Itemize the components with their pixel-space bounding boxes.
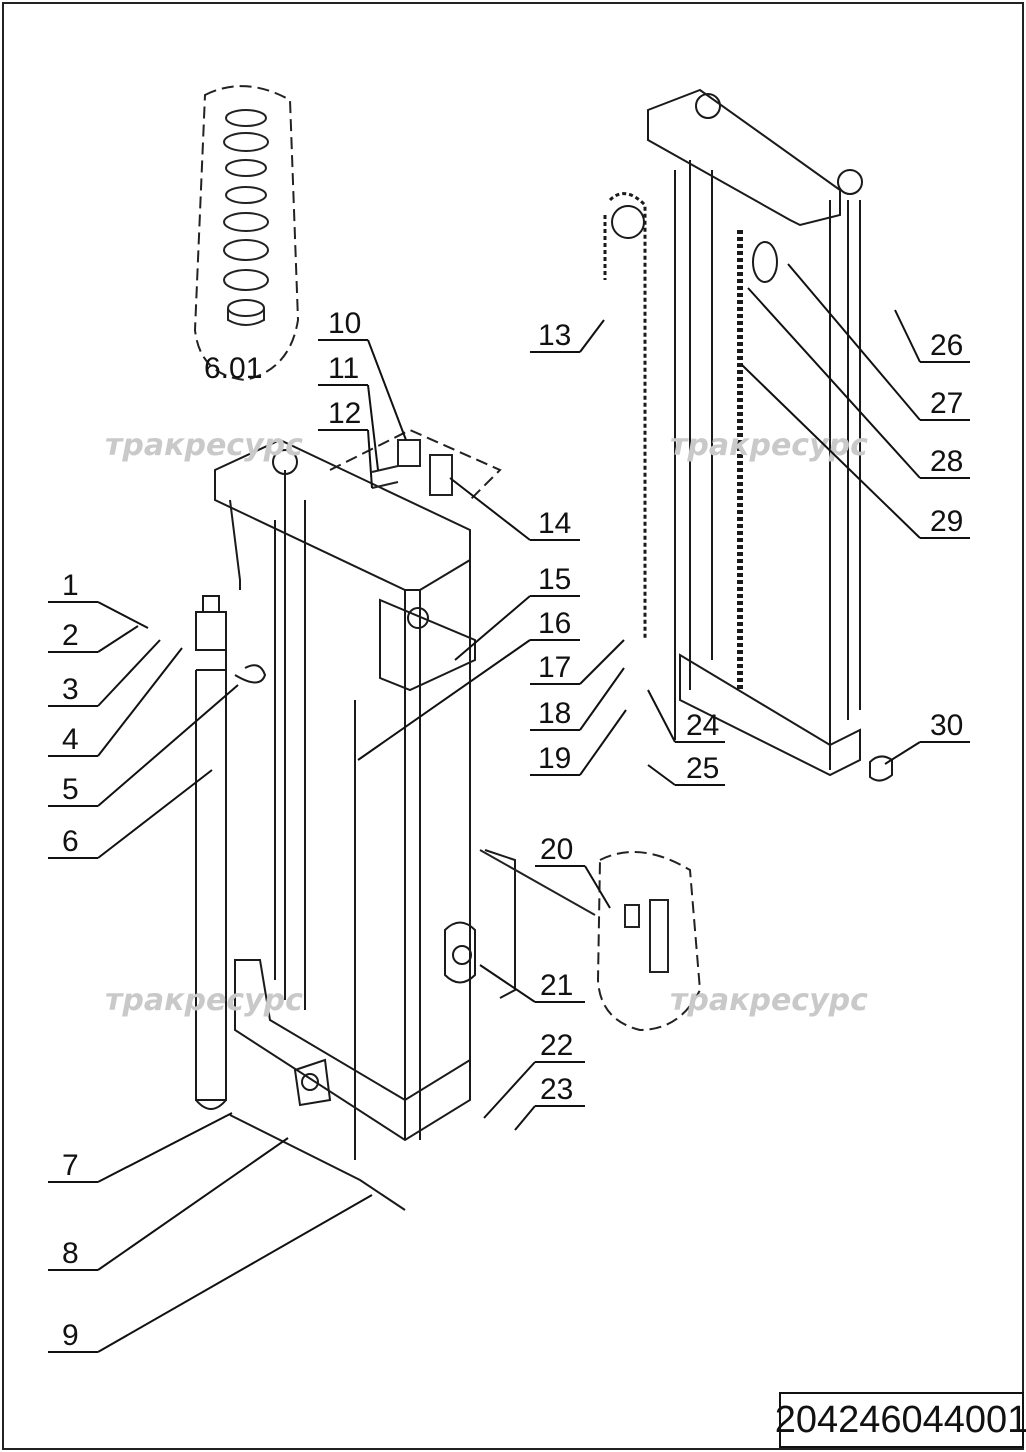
callout-5: 5 (48, 684, 239, 807)
svg-text:11: 11 (328, 352, 359, 385)
watermark-text: тракресурс (105, 428, 303, 463)
svg-text:9: 9 (62, 1319, 79, 1352)
switch-detail (329, 428, 502, 501)
callout-27: 27 (787, 263, 970, 421)
lift-chains (603, 192, 778, 690)
callout-7: 7 (48, 1112, 233, 1183)
watermark-text: тракресурс (105, 983, 303, 1018)
seal-kit-label: 6.01 (204, 352, 262, 385)
hydraulic-hoses (229, 664, 516, 1211)
svg-text:7: 7 (62, 1149, 79, 1182)
callout-23: 23 (514, 1073, 585, 1131)
svg-text:17: 17 (538, 651, 571, 684)
svg-text:1: 1 (62, 569, 79, 602)
inner-mast (214, 438, 476, 1142)
callout-12: 12 (318, 397, 373, 489)
callout-14: 14 (449, 477, 580, 541)
svg-text:30: 30 (930, 709, 963, 742)
lift-cylinder (195, 595, 227, 1110)
callout-8: 8 (48, 1137, 289, 1271)
callout-17: 17 (530, 639, 625, 685)
callout-6-01: 6.01 (204, 352, 262, 385)
callout-28: 28 (747, 287, 970, 479)
svg-text:20: 20 (540, 833, 573, 866)
svg-text:22: 22 (540, 1029, 573, 1062)
callout-13: 13 (530, 319, 605, 353)
callout-21: 21 (479, 964, 585, 1003)
seal-kit-group (193, 85, 300, 382)
watermark-group: тракресурс тракресурс тракресурс тракрес… (105, 428, 868, 1018)
svg-text:23: 23 (540, 1073, 573, 1106)
callout-30: 30 (884, 709, 970, 765)
outer-mast (647, 88, 893, 782)
svg-text:3: 3 (62, 673, 79, 706)
watermark-text: тракресурс (670, 983, 868, 1018)
callout-3: 3 (48, 639, 161, 707)
watermark-text: тракресурс (670, 428, 868, 463)
callout-19: 19 (530, 709, 627, 776)
svg-text:19: 19 (538, 742, 571, 775)
svg-text:27: 27 (930, 387, 963, 420)
callout-29: 29 (741, 364, 970, 539)
svg-text:24: 24 (686, 709, 719, 742)
svg-text:25: 25 (686, 752, 719, 785)
callout-10: 10 (318, 307, 407, 441)
callout-15: 15 (454, 563, 580, 661)
callout-24: 24 (647, 689, 725, 743)
svg-text:16: 16 (538, 607, 571, 640)
callout-6: 6 (48, 769, 213, 859)
callout-25: 25 (647, 752, 725, 786)
svg-text:2: 2 (62, 619, 79, 652)
callout-4: 4 (48, 647, 183, 757)
callout-list: 1 2 3 4 5 6 7 8 9 10 11 12 14 15 16 13 1… (48, 263, 970, 1353)
svg-text:15: 15 (538, 563, 571, 596)
svg-text:6: 6 (62, 825, 79, 858)
svg-text:21: 21 (540, 969, 573, 1002)
callout-11: 11 (318, 352, 379, 471)
svg-text:5: 5 (62, 773, 79, 806)
svg-text:4: 4 (62, 723, 79, 756)
svg-text:26: 26 (930, 329, 963, 362)
svg-text:10: 10 (328, 307, 361, 340)
callout-22: 22 (483, 1029, 585, 1119)
svg-text:8: 8 (62, 1237, 79, 1270)
callout-20: 20 (535, 833, 611, 909)
callout-2: 2 (48, 619, 139, 653)
svg-text:28: 28 (930, 445, 963, 478)
svg-text:12: 12 (328, 397, 361, 430)
svg-text:18: 18 (538, 697, 571, 730)
svg-text:13: 13 (538, 319, 571, 352)
sensor-detail (479, 849, 702, 1032)
callout-18: 18 (530, 667, 625, 731)
callout-26: 26 (894, 309, 970, 363)
callout-16: 16 (357, 607, 580, 761)
svg-text:29: 29 (930, 505, 963, 538)
callout-1: 1 (48, 569, 149, 629)
svg-text:14: 14 (538, 507, 571, 540)
drawing-number: 204246044001 (775, 1392, 1026, 1448)
callout-9: 9 (48, 1194, 373, 1353)
